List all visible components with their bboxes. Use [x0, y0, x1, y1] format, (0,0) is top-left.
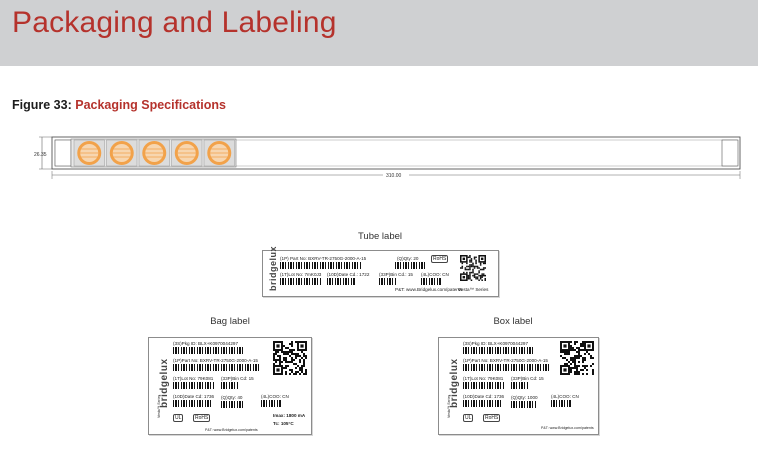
bag-tc: Tc: 105°C: [273, 421, 294, 426]
bag-bin-barcode: [221, 382, 239, 389]
box-date-barcode: [463, 400, 501, 407]
tube-part-barcode: [280, 262, 362, 269]
bag-label-caption: Bag label: [210, 316, 250, 327]
bag-part-no: (1P)Part No: BXRV-TR-2750G-2000-A-15: [173, 358, 258, 363]
tube-coo-barcode: [421, 278, 441, 285]
tube-coo: (4L)COO: CN: [421, 272, 449, 277]
tube-end-cap-left: [54, 139, 72, 167]
bag-qty: (Q)Qty: 40: [221, 395, 243, 400]
bag-qty-barcode: [221, 401, 245, 408]
bag-lot-barcode: [173, 382, 215, 389]
tube-bin-barcode: [379, 278, 397, 285]
bag-qr-code: [273, 341, 307, 375]
tube-pnt: P&T: www.Bridgelux.com/patents: [395, 287, 463, 292]
box-date: (10D)Date Cd: 1736: [463, 394, 505, 399]
tube-drawing: 26.35 310.00: [34, 136, 741, 179]
figure-caption: Figure 33: Packaging Specifications: [12, 98, 226, 112]
length-dimension: 310.00: [386, 173, 402, 179]
bag-part-barcode: [173, 364, 261, 371]
tube-brand-logo: bridgelux: [268, 245, 278, 291]
bag-coo: (4L)COO: CN: [261, 394, 289, 399]
tube-qty-barcode: [395, 262, 425, 269]
bag-label: bridgelux Vesta™ Series (3S)Pkg ID: BLX+…: [148, 337, 312, 435]
box-bin: (33P)Bin Cd: 15: [511, 376, 544, 381]
box-pnt: P&T: www.Bridgelux.com/patents: [541, 426, 594, 430]
header-banner: Packaging and Labeling: [0, 0, 758, 66]
bag-series: Vesta™ Series: [157, 394, 161, 418]
box-lot-barcode: [463, 382, 505, 389]
bag-coo-barcode: [261, 400, 281, 407]
tube-date: (10D)Date Cd.: 1722: [327, 272, 370, 277]
tube-end-cap-right: [721, 139, 739, 167]
bag-lot: (1T)Lot No: 79K081: [173, 376, 214, 381]
box-bin-barcode: [511, 382, 529, 389]
bag-pkg-barcode: [173, 347, 243, 354]
box-coo-barcode: [551, 400, 571, 407]
box-pkg-id: (3S)Pkg ID: BLX+K0970044297: [463, 341, 528, 346]
figure-number: Figure 33:: [12, 98, 72, 112]
rohs-icon: RoHS: [431, 255, 449, 263]
rohs-icon: RoHS: [193, 414, 211, 422]
box-qty-barcode: [511, 401, 537, 408]
box-label-caption: Box label: [493, 316, 533, 327]
ul-icon: UL: [173, 414, 184, 422]
box-part-no: (1P)Part No: BXRV-TR-2750G-2000-A-15: [463, 358, 548, 363]
bag-pnt: P&T: www.Bridgelux.com/patents: [205, 428, 258, 432]
bag-date-barcode: [173, 400, 211, 407]
box-series: Vesta™ Series: [447, 394, 451, 418]
box-label: bridgelux Vesta™ Series (3S)Pkg ID: BLX+…: [438, 337, 599, 435]
bag-bin: (33P)Bin Cd: 15: [221, 376, 254, 381]
tube-qr-code: [460, 255, 486, 281]
tube-label-caption: Tube label: [357, 231, 402, 242]
bag-imax: Imax: 1800 mA: [273, 413, 306, 418]
rohs-icon: RoHS: [483, 414, 501, 422]
box-pkg-barcode: [463, 347, 533, 354]
box-qr-code: [560, 341, 594, 375]
tube-part-no: (1P) Part No: BXRV-TR-2750G-2000-A-15: [280, 256, 367, 261]
height-dimension: 26.35: [34, 152, 47, 158]
tube-lot: (1T)Lot No: 7mK0J3: [280, 272, 322, 277]
box-part-barcode: [463, 364, 551, 371]
box-qty: (Q)Qty: 1000: [511, 395, 538, 400]
tube-label: bridgelux (1P) Part No: BXRV-TR-2750G-20…: [262, 246, 499, 297]
bag-pkg-id: (3S)Pkg ID: BLX+K0970044297: [173, 341, 238, 346]
box-coo: (4L)COO: CN: [551, 394, 579, 399]
box-lot: (1T)Lot No: 79K081: [463, 376, 504, 381]
tube-series: Vesta™ Series: [458, 287, 489, 292]
tube-date-barcode: [327, 278, 355, 285]
tube-lot-barcode: [280, 278, 322, 285]
bag-date: (10D)Date Cd: 1736: [173, 394, 215, 399]
tube-qty: (Q)Qty: 20: [397, 256, 419, 261]
page-title: Packaging and Labeling: [12, 6, 337, 39]
figure-title: Packaging Specifications: [75, 98, 226, 112]
tube-bin: (33P)Bin Cd.: 15: [379, 272, 413, 277]
ul-icon: UL: [463, 414, 474, 422]
